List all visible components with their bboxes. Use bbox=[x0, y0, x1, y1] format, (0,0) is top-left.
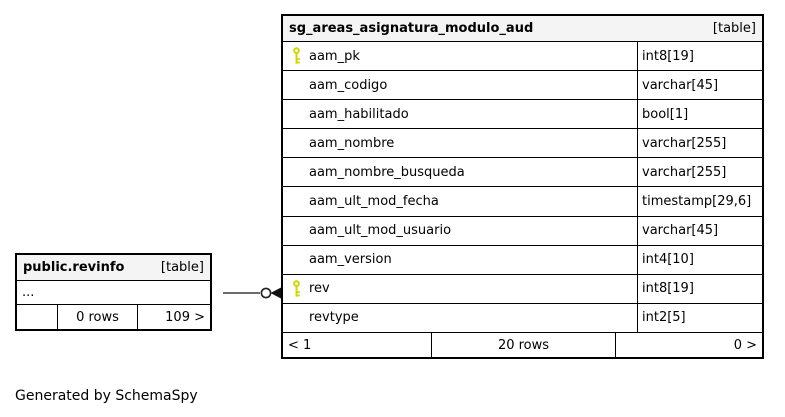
column-type: int2[5] bbox=[637, 303, 762, 332]
revinfo-collapsed-columns: ... bbox=[17, 281, 210, 305]
revinfo-row-count: 0 rows bbox=[58, 305, 138, 329]
relationship-circle-end bbox=[260, 287, 272, 299]
column-name: aam_habilitado bbox=[309, 106, 409, 122]
table-row: aam_nombre varchar[255] bbox=[283, 129, 762, 159]
column-type: int4[10] bbox=[637, 245, 762, 274]
relationship-connector bbox=[223, 287, 281, 299]
column-name: aam_ult_mod_usuario bbox=[309, 223, 452, 239]
column-name: aam_nombre_busqueda bbox=[309, 164, 465, 180]
column-type: varchar[255] bbox=[637, 158, 762, 187]
column-name: aam_codigo bbox=[309, 77, 388, 93]
column-type: timestamp[29,6] bbox=[637, 187, 762, 216]
table-row: aam_pk int8[19] bbox=[283, 42, 762, 72]
revinfo-table-tag: [table] bbox=[160, 260, 204, 275]
column-type: int8[19] bbox=[637, 274, 762, 303]
main-children-indicator: 0 > bbox=[733, 337, 757, 353]
table-row: rev int8[19] bbox=[283, 274, 762, 304]
revinfo-table-footer: 0 rows 109 > bbox=[17, 305, 210, 329]
main-table-tag: [table] bbox=[712, 21, 756, 36]
generated-by-note: Generated by SchemaSpy bbox=[15, 388, 198, 404]
column-name: aam_version bbox=[309, 252, 392, 268]
table-node-public-revinfo[interactable]: public.revinfo [table] ... 0 rows 109 > bbox=[15, 253, 212, 331]
main-table-columns: aam_pk int8[19] aam_codigo varchar[45] a… bbox=[283, 42, 762, 332]
main-table-header[interactable]: sg_areas_asignatura_modulo_aud [table] bbox=[283, 16, 762, 42]
column-type: varchar[45] bbox=[637, 71, 762, 100]
column-name: aam_ult_mod_fecha bbox=[309, 194, 439, 210]
column-name: rev bbox=[309, 281, 330, 297]
main-row-count: 20 rows bbox=[432, 333, 616, 357]
main-table-title: sg_areas_asignatura_modulo_aud bbox=[289, 21, 534, 36]
column-name: revtype bbox=[309, 310, 359, 326]
revinfo-children-indicator: 109 > bbox=[165, 309, 205, 325]
column-type: bool[1] bbox=[637, 100, 762, 129]
primary-key-icon bbox=[283, 47, 309, 65]
table-row: aam_ult_mod_usuario varchar[45] bbox=[283, 216, 762, 246]
column-type: int8[19] bbox=[637, 42, 762, 71]
revinfo-table-header[interactable]: public.revinfo [table] bbox=[17, 255, 210, 281]
column-type: varchar[255] bbox=[637, 129, 762, 158]
table-row: aam_ult_mod_fecha timestamp[29,6] bbox=[283, 187, 762, 217]
revinfo-table-title: public.revinfo bbox=[23, 260, 125, 275]
relationship-arrowhead bbox=[270, 287, 281, 299]
main-table-footer: < 1 20 rows 0 > bbox=[283, 332, 762, 357]
column-name: aam_pk bbox=[309, 48, 360, 64]
column-name: aam_nombre bbox=[309, 135, 395, 151]
column-type: varchar[45] bbox=[637, 216, 762, 245]
table-row: revtype int2[5] bbox=[283, 303, 762, 332]
main-parents-indicator: < 1 bbox=[283, 333, 432, 357]
table-row: aam_codigo varchar[45] bbox=[283, 71, 762, 101]
primary-key-icon bbox=[283, 280, 309, 298]
table-row: aam_habilitado bool[1] bbox=[283, 100, 762, 130]
revinfo-footer-left bbox=[17, 305, 58, 329]
table-node-sg-areas-asignatura-modulo-aud[interactable]: sg_areas_asignatura_modulo_aud [table] a… bbox=[281, 14, 764, 359]
table-row: aam_version int4[10] bbox=[283, 245, 762, 275]
table-row: aam_nombre_busqueda varchar[255] bbox=[283, 158, 762, 188]
